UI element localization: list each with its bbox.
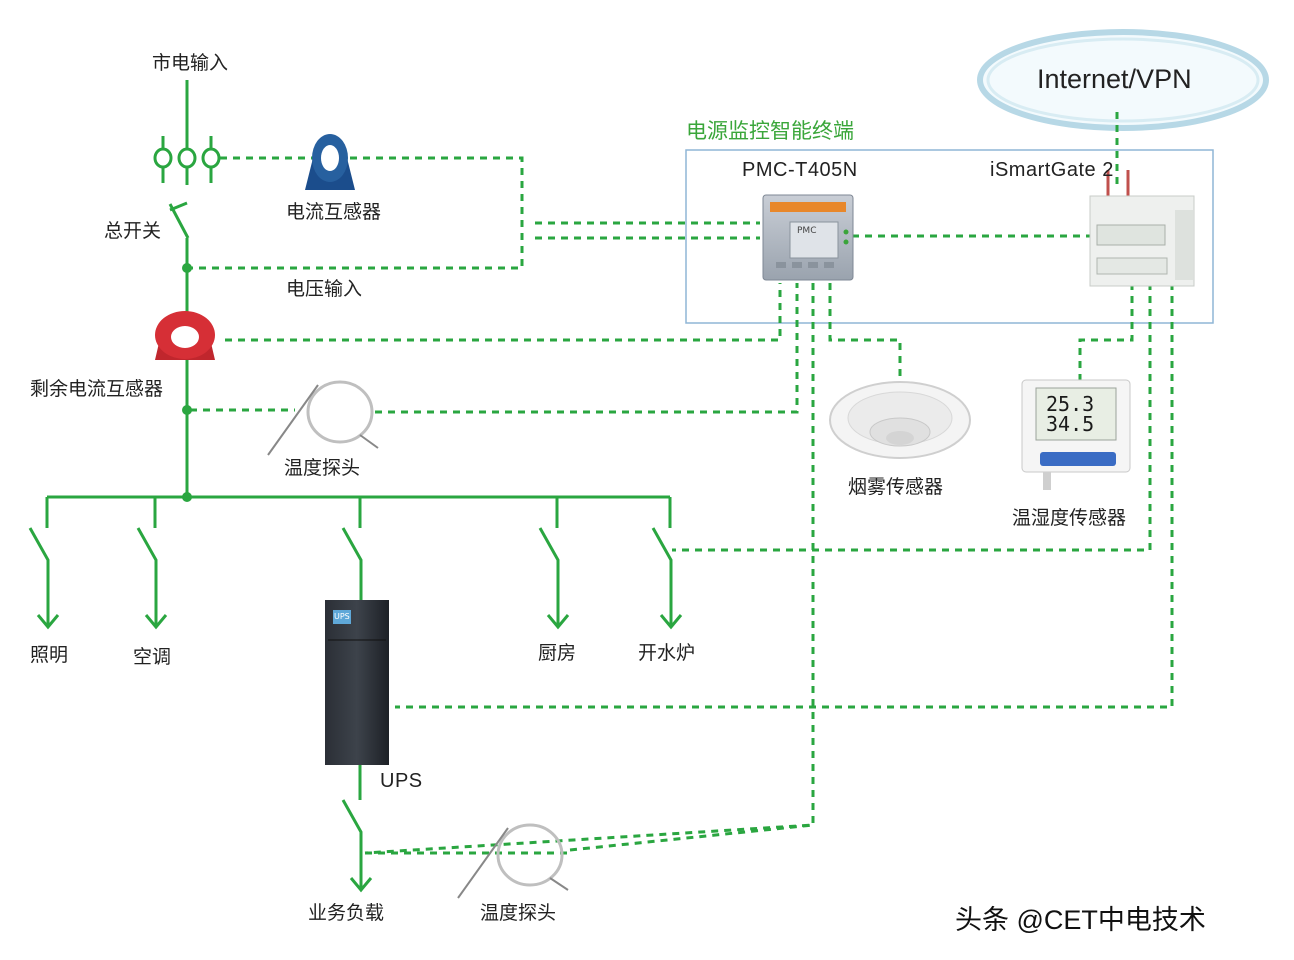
smoke-sensor-image — [829, 381, 971, 459]
voltage-input-label: 电压输入 — [286, 278, 363, 300]
gateway-device-image — [1089, 170, 1195, 287]
terminal-box — [685, 149, 1214, 324]
temp-probe-label-2: 温度探头 — [480, 902, 557, 924]
signal-wiring — [190, 112, 1174, 855]
kitchen-label: 厨房 — [538, 642, 577, 664]
pmc-screen-text: PMC — [797, 226, 817, 236]
boiler-label: 开水炉 — [638, 642, 696, 664]
th-sensor-image — [1021, 379, 1131, 490]
mains-input-label: 市电输入 — [152, 52, 229, 74]
residual-ct-image — [155, 311, 215, 360]
ups-badge: UPS — [334, 612, 350, 621]
th-temp-reading: 25.3 — [1046, 392, 1095, 416]
th-sensor-label: 温湿度传感器 — [1012, 507, 1127, 529]
current-transformer-image — [305, 134, 355, 190]
temp-probe-image-1 — [267, 380, 379, 456]
th-hum-reading: 34.5 — [1046, 412, 1095, 436]
temp-probe-label-1: 温度探头 — [284, 457, 361, 479]
main-switch-label: 总开关 — [104, 220, 162, 242]
terminal-title: 电源监控智能终端 — [686, 119, 854, 143]
watermark: 头条 @CET中电技术 — [955, 905, 1206, 935]
business-load-label: 业务负载 — [308, 902, 385, 924]
internet-vpn-label: Internet/VPN — [1037, 64, 1192, 94]
temp-probe-image-2 — [457, 823, 569, 899]
junction-dots — [182, 263, 192, 502]
residual-ct-label: 剩余电流互感器 — [30, 378, 164, 400]
ct-coils — [153, 136, 221, 183]
internet-cloud — [977, 29, 1269, 131]
ups-cabinet-image — [325, 600, 389, 765]
gateway-label: iSmartGate 2 — [990, 159, 1114, 181]
smoke-sensor-label: 烟雾传感器 — [848, 476, 944, 498]
ct-label: 电流互感器 — [286, 201, 382, 223]
lighting-label: 照明 — [30, 644, 69, 666]
load-arrows — [36, 614, 683, 893]
pmc-label: PMC-T405N — [742, 159, 858, 181]
pmc-device-image — [762, 194, 854, 281]
main-wiring — [28, 80, 673, 888]
ups-label: UPS — [380, 770, 423, 792]
ac-label: 空调 — [133, 646, 172, 668]
